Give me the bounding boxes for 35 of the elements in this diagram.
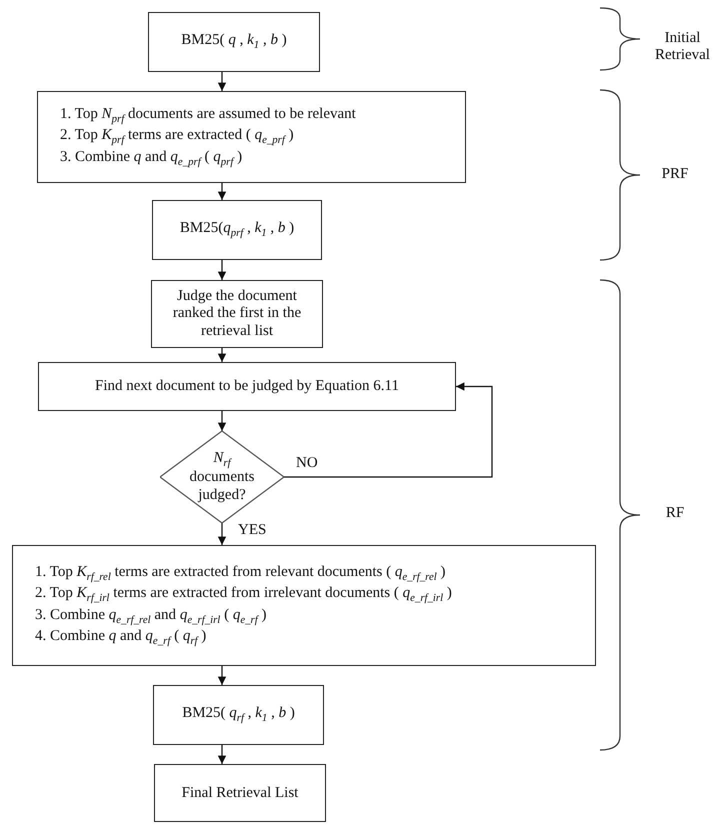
box-text: N$_{rf}$ documents judged?	[188, 450, 256, 504]
section-label: RF	[664, 505, 686, 522]
arrow	[284, 382, 493, 478]
box-text: 1. Top K$_{rf_rel}$ terms are extracted from relevant documents ( q$_{e_rf_rel}$ )	[35, 563, 446, 584]
process-box	[154, 764, 326, 822]
section-label: Initial Retrieval	[654, 30, 711, 64]
section-label: PRF	[660, 166, 690, 184]
arrow	[218, 348, 226, 362]
box-text: 2. Top K$_{prf}$ terms are extracted ( q$_{e_prf}$ )	[60, 126, 294, 148]
process-box	[38, 362, 456, 411]
arrow	[218, 183, 226, 200]
box-text: BM25(q$_{prf}$ , k$_{1}$ , b )	[180, 219, 294, 241]
process-box	[151, 280, 323, 348]
box-text: Judge the document ranked the first in the retrieval list	[172, 288, 302, 340]
arrow	[218, 72, 226, 91]
process-box	[153, 685, 324, 745]
box-text: 2. Top K$_{rf_irl}$ terms are extracted from irrelevant documents ( q$_{e_rf_irl}$ )	[35, 584, 452, 606]
process-box	[148, 12, 320, 72]
box-text: Find next document to be judged by Equation 6.11	[95, 377, 399, 396]
process-box	[37, 91, 466, 183]
process-box	[12, 545, 596, 666]
box-text: 4. Combine q and q$_{e_rf}$ ( q$_{rf}$ )	[35, 626, 206, 648]
box-text: 3. Combine q and q$_{e_prf}$ ( q$_{prf}$ )	[60, 148, 242, 169]
arrow	[218, 745, 226, 764]
box-text: 3. Combine q$_{e_rf_rel}$ and q$_{e_rf_irl}$ ( q$_{e_rf}$ )	[35, 606, 266, 627]
arrow	[218, 260, 226, 280]
box-text: BM25( q , k$_{1}$ , b )	[181, 31, 287, 53]
arrow	[218, 666, 226, 685]
box-text: Final Retrieval List	[182, 784, 298, 802]
process-box	[152, 200, 322, 260]
decision-diamond	[160, 431, 284, 523]
box-text: BM25( q$_{rf}$ , k$_{1}$ , b )	[182, 704, 295, 726]
arrow	[218, 523, 226, 545]
arrow	[218, 411, 226, 431]
box-text: 1. Top N$_{prf}$ documents are assumed to be relevant	[60, 105, 356, 126]
